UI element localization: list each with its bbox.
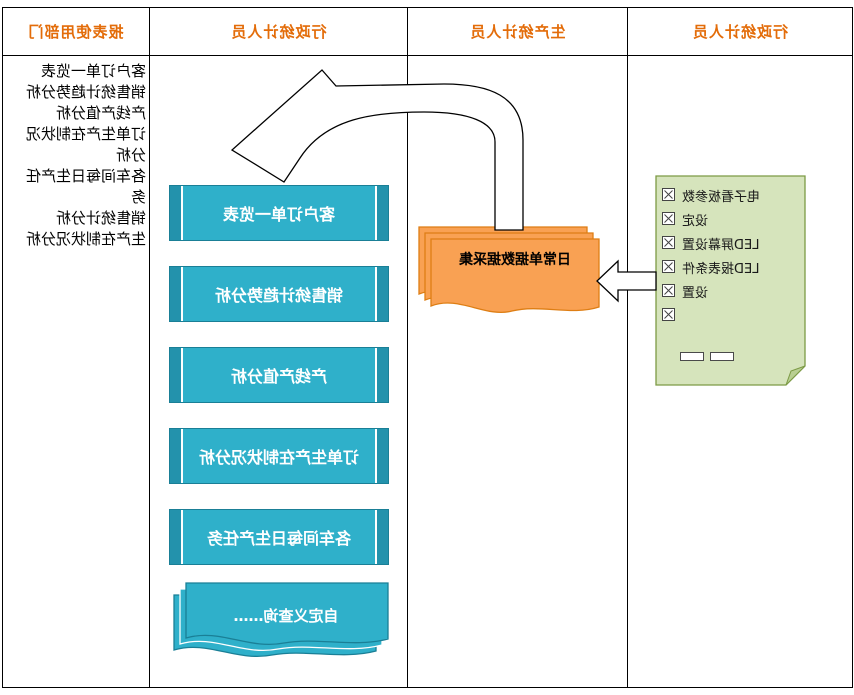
report-box: 各车间每日生产任务 bbox=[169, 509, 389, 565]
report-list-item: 各车间每日生产任务 bbox=[25, 167, 146, 206]
note-line: 设置 bbox=[682, 285, 709, 301]
note-row: 设定 bbox=[662, 207, 800, 231]
data-collection-doc bbox=[418, 226, 600, 313]
note-line: 设定 bbox=[682, 213, 709, 229]
checkbox-icon bbox=[662, 210, 675, 229]
header-divider bbox=[2, 55, 853, 56]
report-box-label: 各车间每日生产任务 bbox=[207, 529, 352, 548]
lane-divider bbox=[627, 7, 628, 688]
report-box-stack: 客户订单一览表销售统计趋势分析产线产值分析订单生产在制状况分析各车间每日生产任务 bbox=[169, 185, 389, 565]
lane-header-production-stat: 生产统计人员 bbox=[469, 23, 566, 41]
note-row: LED报表条件 bbox=[662, 255, 800, 279]
report-box: 产线产值分析 bbox=[169, 347, 389, 403]
note-tab bbox=[680, 352, 704, 361]
lane-divider bbox=[149, 7, 150, 688]
report-box: 订单生产在制状况分析 bbox=[169, 428, 389, 484]
checkbox-icon bbox=[662, 234, 675, 253]
report-box-label: 客户订单一览表 bbox=[223, 205, 336, 224]
checkbox-icon bbox=[662, 186, 675, 205]
folded-corner-icon bbox=[785, 365, 806, 386]
note-row: 电子看板参数 bbox=[662, 183, 800, 207]
report-list-item: 销售统计分析 bbox=[55, 209, 146, 227]
report-box-label: 销售统计趋势分析 bbox=[215, 286, 344, 305]
report-list-item: 生产在制状况分析 bbox=[25, 230, 146, 248]
report-list-item: 客户订单一览表 bbox=[40, 62, 146, 80]
report-box: 客户订单一览表 bbox=[169, 185, 389, 241]
note-line: LED屏幕设置 bbox=[682, 237, 760, 253]
report-list-item: 销售统计趋势分析 bbox=[25, 83, 146, 101]
note-row: 设置 bbox=[662, 279, 800, 303]
note-line: LED报表条件 bbox=[682, 261, 760, 277]
lane-header-admin-stat-right: 行政统计人员 bbox=[230, 23, 327, 41]
report-box: 销售统计趋势分析 bbox=[169, 266, 389, 322]
report-list-item: 产线产值分析 bbox=[55, 104, 146, 122]
lane-divider bbox=[407, 7, 408, 688]
checkbox-icon bbox=[662, 258, 675, 277]
config-note bbox=[655, 175, 806, 386]
report-box-label: 订单生产在制状况分析 bbox=[199, 448, 360, 467]
custom-query-doc bbox=[173, 582, 389, 657]
lane-header-admin-stat-left: 行政统计人员 bbox=[692, 23, 789, 41]
config-note-rows: 电子看板参数设定 LED屏幕设置 LED报表条件设置 bbox=[662, 183, 800, 327]
report-list: 客户订单一览表销售统计趋势分析产线产值分析订单生产在制状况分析各车间每日生产任务… bbox=[16, 61, 146, 250]
report-list-item: 订单生产在制状况分析 bbox=[25, 125, 146, 164]
report-box-label: 产线产值分析 bbox=[231, 367, 328, 386]
note-line: 电子看板参数 bbox=[682, 189, 761, 205]
note-tab bbox=[710, 352, 734, 361]
checkbox-icon bbox=[662, 282, 675, 301]
checkbox-icon bbox=[662, 306, 675, 325]
note-row: LED屏幕设置 bbox=[662, 231, 800, 255]
lane-header-report-users: 报表使用部门 bbox=[27, 23, 124, 41]
note-row bbox=[662, 303, 800, 327]
